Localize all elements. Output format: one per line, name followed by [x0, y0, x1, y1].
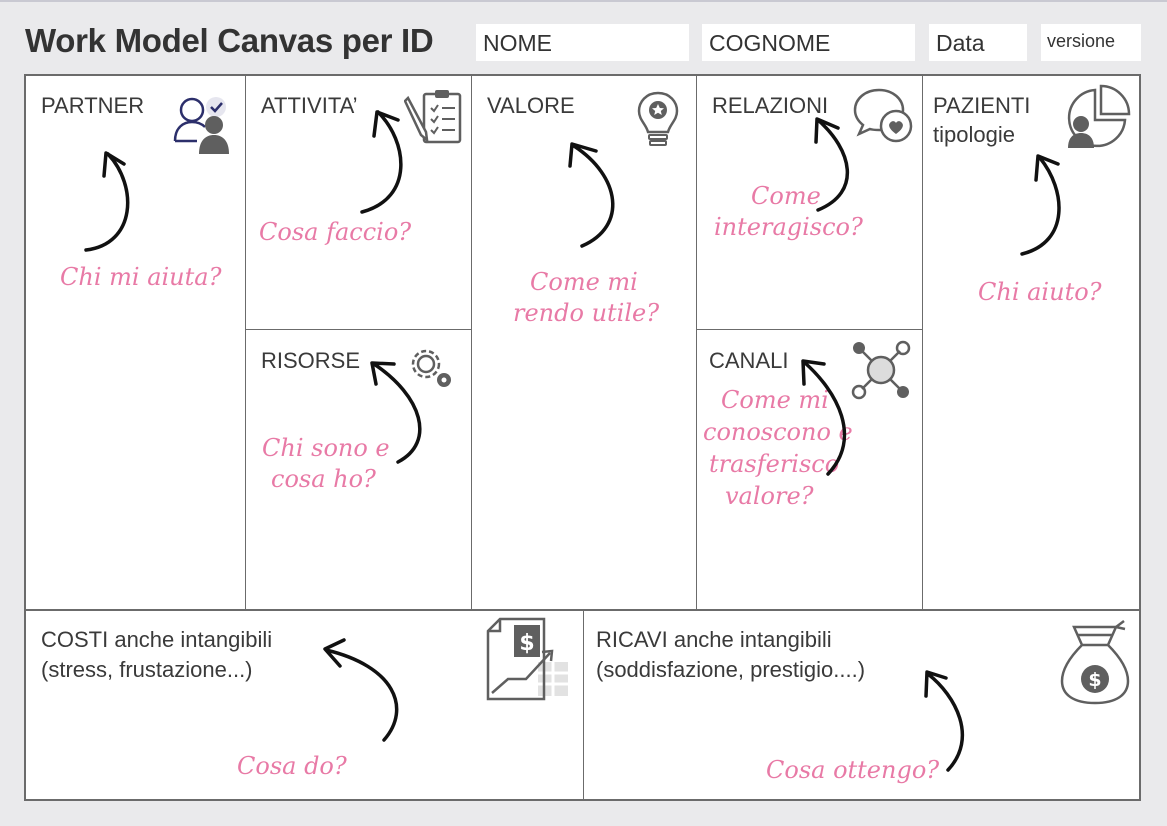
costi-label-line-1: COSTI anche intangibili — [41, 627, 273, 652]
attivita-question: Cosa faccio? — [259, 218, 412, 246]
svg-text:$: $ — [519, 631, 534, 656]
valore-question-line-1: Come mi — [530, 268, 638, 296]
canali-question-line-4: valore? — [725, 482, 814, 510]
cost-document-icon: $ — [486, 617, 572, 708]
nome-field[interactable]: NOME — [476, 24, 689, 61]
ricavi-label-line-1: RICAVI anche intangibili — [596, 627, 832, 652]
costi-label-line-2: (stress, frustazione...) — [41, 657, 253, 682]
user-pie-chart-icon — [1065, 84, 1131, 155]
divider — [26, 609, 1139, 611]
versione-field[interactable]: versione — [1041, 24, 1141, 61]
partner-label: PARTNER — [41, 93, 145, 118]
canali-question-line-1: Come mi — [721, 386, 829, 414]
divider — [245, 76, 246, 609]
relazioni-question-line-2: interagisco? — [714, 213, 863, 241]
canali-section[interactable]: CANALI Come mi conoscono e trasferisco v… — [697, 330, 922, 609]
ricavi-question: Cosa ottengo? — [766, 756, 940, 784]
valore-question-line-2: rendo utile? — [513, 299, 660, 327]
attivita-section[interactable]: ATTIVITA’ Cosa faccio? — [246, 76, 471, 329]
network-nodes-icon — [851, 340, 913, 405]
costi-section[interactable]: COSTI anche intangibili (stress, frustaz… — [26, 611, 583, 801]
pazienti-section[interactable]: PAZIENTI tipologie Chi aiuto? — [923, 76, 1139, 609]
divider — [245, 329, 471, 330]
clipboard-checklist-icon — [403, 88, 464, 149]
ricavi-section[interactable]: RICAVI anche intangibili (soddisfazione,… — [584, 611, 1139, 801]
divider — [696, 76, 697, 609]
relazioni-section[interactable]: RELAZIONI Come interagisco? — [697, 76, 922, 329]
canvas-board: PARTNER Chi mi aiuta? ATTIVITA’ Cosa fac… — [24, 74, 1141, 801]
divider — [922, 76, 923, 609]
divider — [583, 611, 584, 801]
risorse-section[interactable]: RISORSE Chi sono e cosa ho? — [246, 330, 471, 609]
relazioni-question-line-1: Come — [751, 182, 821, 210]
risorse-question-line-2: cosa ho? — [271, 465, 376, 493]
data-field[interactable]: Data — [929, 24, 1027, 61]
lightbulb-star-icon — [636, 90, 680, 157]
money-bag-icon: $ — [1060, 619, 1130, 710]
canali-question-line-3: trasferisco — [709, 450, 840, 478]
gears-icon — [406, 344, 456, 397]
ricavi-label-line-2: (soddisfazione, prestigio....) — [596, 657, 866, 682]
user-check-icon — [172, 94, 232, 161]
attivita-label: ATTIVITA’ — [261, 93, 358, 118]
valore-section[interactable]: VALORE Come mi rendo utile? — [472, 76, 696, 609]
canali-label: CANALI — [709, 348, 789, 373]
top-border-line — [0, 0, 1167, 2]
chat-heart-icon — [851, 86, 917, 153]
pazienti-label-line-1: PAZIENTI — [933, 93, 1031, 118]
page-title: Work Model Canvas per ID — [25, 22, 434, 59]
svg-text:$: $ — [1088, 669, 1101, 691]
costi-question: Cosa do? — [237, 752, 347, 780]
risorse-label: RISORSE — [261, 348, 361, 373]
partner-question: Chi mi aiuta? — [60, 263, 222, 291]
cognome-field[interactable]: COGNOME — [702, 24, 915, 61]
divider — [696, 329, 922, 330]
partner-section[interactable]: PARTNER Chi mi aiuta? — [26, 76, 245, 609]
pazienti-question: Chi aiuto? — [978, 278, 1102, 306]
relazioni-label: RELAZIONI — [712, 93, 829, 118]
risorse-question-line-1: Chi sono e — [262, 434, 390, 462]
valore-label: VALORE — [487, 93, 575, 118]
canali-question-line-2: conoscono e — [703, 418, 853, 446]
pazienti-label-line-2: tipologie — [933, 122, 1015, 147]
divider — [471, 76, 472, 609]
